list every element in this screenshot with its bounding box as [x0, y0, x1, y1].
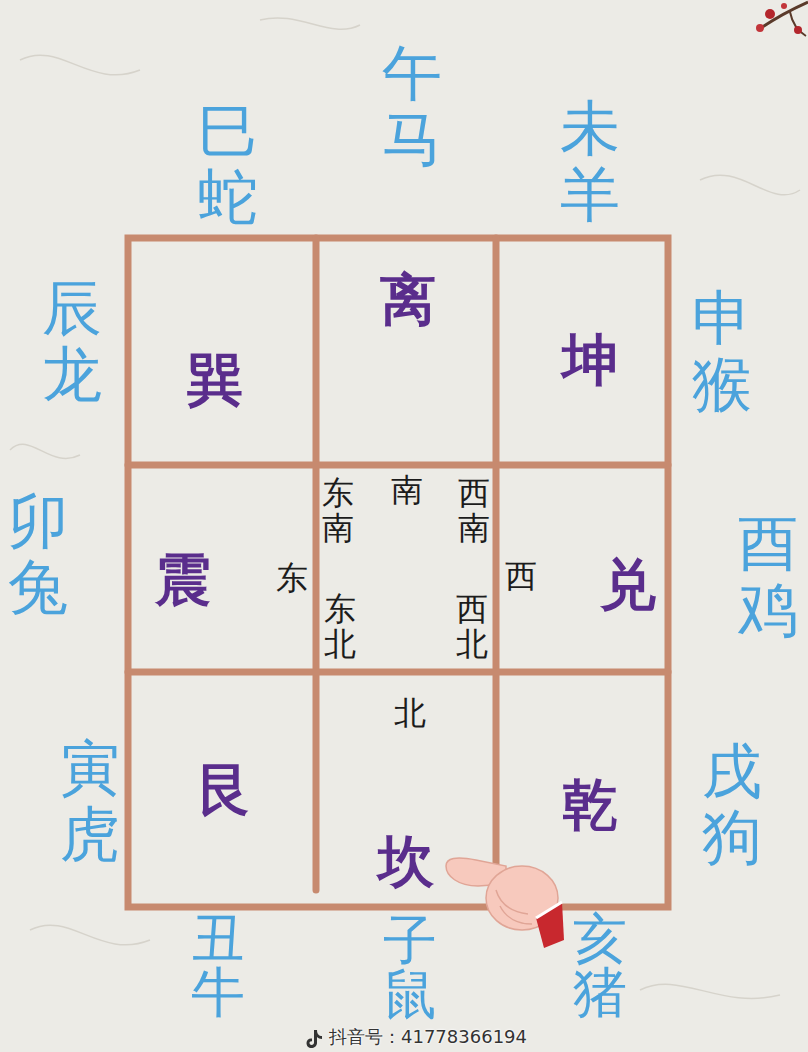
- direction-label: 东北: [324, 592, 356, 662]
- label-slot: 西南: [458, 476, 490, 546]
- trigram-name: 兑: [600, 557, 656, 613]
- plum-blossom: [756, 2, 808, 36]
- pointing-hand: [446, 858, 564, 948]
- label-slot: 卯兔: [8, 488, 68, 620]
- label-slot: 西: [505, 560, 537, 592]
- direction-label: 北: [394, 697, 426, 729]
- trigram-name: 艮: [197, 762, 253, 818]
- label-slot: 辰龙: [42, 275, 102, 407]
- label-slot: 未羊: [560, 95, 620, 227]
- zodiac-label: 未羊: [560, 95, 620, 227]
- zodiac-label: 子鼠: [383, 914, 437, 1022]
- zodiac-label: 酉鸡: [738, 510, 798, 642]
- direction-label: 西南: [458, 476, 490, 546]
- trigram-name: 乾: [562, 777, 618, 833]
- direction-label: 西北: [456, 592, 488, 662]
- zodiac-label: 午马: [382, 40, 442, 172]
- label-slot: 南: [391, 474, 423, 506]
- trigram-cell: 艮: [134, 678, 310, 901]
- label-slot: 寅虎: [60, 735, 120, 867]
- label-slot: 子鼠: [383, 914, 437, 1022]
- label-slot: 丑牛: [191, 912, 245, 1020]
- paper-texture: [10, 18, 800, 999]
- label-slot: 申猴: [692, 285, 752, 417]
- label-slot: 戌狗: [702, 738, 762, 870]
- watermark: 抖音号：41778366194: [329, 1028, 527, 1046]
- direction-label: 南: [391, 474, 423, 506]
- direction-label: 东南: [322, 476, 354, 546]
- trigram-cell: 巽: [134, 244, 310, 459]
- label-slot: 东: [276, 562, 308, 594]
- trigram-name: 离: [380, 272, 436, 328]
- trigram-cell: 坤: [502, 244, 662, 459]
- zodiac-label: 巳蛇: [198, 98, 258, 230]
- direction-label: 东: [276, 562, 308, 594]
- label-slot: 亥猪: [573, 912, 627, 1020]
- label-slot: 西北: [456, 592, 488, 662]
- bagua-grid: [128, 238, 668, 907]
- trigram-name: 坤: [562, 332, 618, 388]
- label-slot: 东北: [324, 592, 356, 662]
- trigram-name: 震: [155, 552, 211, 608]
- label-slot: 午马: [382, 40, 442, 172]
- zodiac-label: 卯兔: [8, 488, 68, 620]
- tiktok-logo: [307, 1030, 323, 1048]
- trigram-name: 坎: [378, 834, 434, 890]
- direction-label: 西: [505, 560, 537, 592]
- trigram-cell: 离: [322, 244, 490, 459]
- zodiac-label: 申猴: [692, 285, 752, 417]
- trigram-cell: 乾: [502, 678, 662, 901]
- zodiac-label: 亥猪: [573, 912, 627, 1020]
- zodiac-label: 寅虎: [60, 735, 120, 867]
- label-slot: 酉鸡: [738, 510, 798, 642]
- zodiac-label: 丑牛: [191, 912, 245, 1020]
- label-slot: 抖音号：41778366194: [329, 1028, 527, 1046]
- zodiac-label: 戌狗: [702, 738, 762, 870]
- label-slot: 东南: [322, 476, 354, 546]
- zodiac-label: 辰龙: [42, 275, 102, 407]
- trigram-name: 巽: [187, 352, 243, 408]
- label-slot: 北: [394, 697, 426, 729]
- label-slot: 巳蛇: [198, 98, 258, 230]
